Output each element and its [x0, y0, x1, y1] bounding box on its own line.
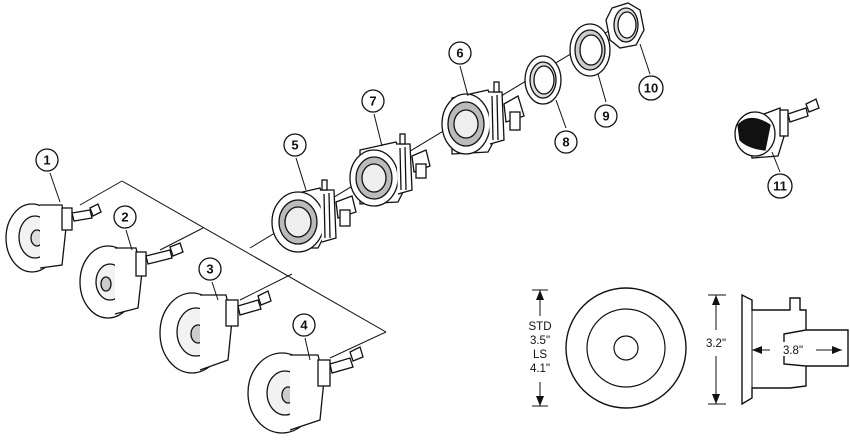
- jet-body-7: [349, 133, 431, 207]
- callout-10-label: 10: [644, 81, 658, 96]
- callout-2-label: 2: [121, 210, 128, 225]
- front-dim-ls-label: LS: [533, 349, 547, 361]
- wall-nut-10: [605, 2, 645, 49]
- callout-2: 2: [113, 205, 137, 229]
- callout-3: 3: [198, 257, 222, 281]
- jet-insert-3: [159, 290, 272, 374]
- callout-5: 5: [283, 133, 307, 157]
- callout-8: 8: [554, 130, 578, 154]
- side-dim-depth-label: 3.8": [783, 345, 803, 357]
- front-view-inner-circle: [613, 335, 639, 361]
- front-view-dimension: STD 3.5" LS 4.1": [529, 287, 687, 409]
- lock-ring-9: [569, 23, 611, 77]
- callout-11-label: 11: [773, 179, 787, 194]
- callout-11: 11: [767, 173, 793, 199]
- callout-3-label: 3: [206, 262, 213, 277]
- jet-insert-4: [247, 346, 364, 434]
- jet-cap-11: [734, 98, 820, 159]
- callout-8-label: 8: [562, 135, 569, 150]
- callout-1: 1: [35, 148, 59, 172]
- callout-4-label: 4: [300, 318, 308, 333]
- callout-7-label: 7: [369, 94, 376, 109]
- front-dim-ls-value: 4.1": [530, 363, 550, 375]
- callout-9: 9: [594, 104, 618, 128]
- callout-5-label: 5: [291, 138, 298, 153]
- callout-6: 6: [448, 41, 472, 65]
- front-dim-std-label: STD: [529, 321, 552, 333]
- jet-body-5: [271, 179, 357, 253]
- callout-4: 4: [292, 313, 316, 337]
- callout-9-label: 9: [602, 109, 609, 124]
- callout-6-label: 6: [456, 46, 463, 61]
- side-view-dimension: 3.2" 3.8": [706, 293, 849, 406]
- callout-circles: 1 2 3 4 5 7 6 8: [35, 41, 793, 337]
- front-dim-std-value: 3.5": [530, 335, 550, 347]
- jet-insert-2: [79, 242, 184, 319]
- gasket-ring-8: [524, 55, 562, 105]
- callout-10: 10: [638, 75, 664, 101]
- jet-body-6: [441, 81, 525, 155]
- callout-7: 7: [361, 89, 385, 113]
- callout-leaders: [49, 43, 781, 361]
- side-dim-height-label: 3.2": [706, 338, 726, 350]
- jet-insert-1: [5, 203, 102, 273]
- callout-1-label: 1: [43, 153, 50, 168]
